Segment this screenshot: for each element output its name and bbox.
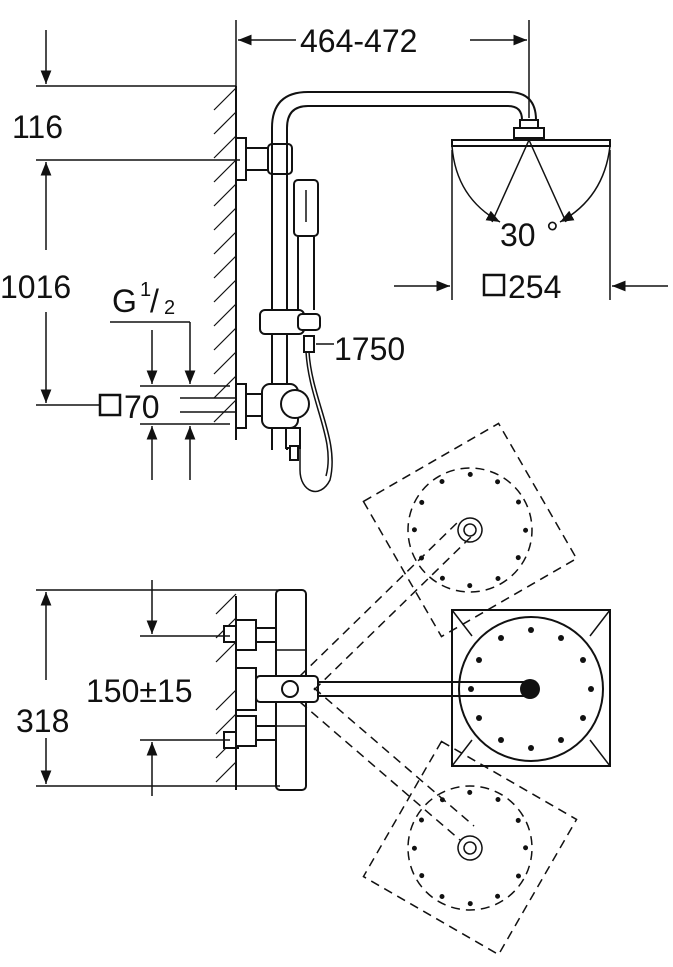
square-symbol-icon	[482, 273, 506, 297]
angle-arc-right	[559, 145, 611, 223]
ghost-arm-lower	[299, 687, 475, 841]
hose-nut-end	[289, 445, 299, 461]
thread-g-label: G	[112, 283, 137, 319]
ghost-head-upper	[362, 422, 578, 638]
hose-connector	[303, 335, 315, 353]
diverter-knob	[280, 389, 310, 419]
lower-rosette	[235, 383, 247, 429]
plan-wall-hatching	[215, 593, 237, 783]
center-pivot	[281, 680, 299, 698]
head-ball	[513, 127, 545, 139]
head-top-offset-value: 116	[12, 109, 63, 145]
thread-numerator: 1	[140, 279, 151, 301]
side-elevation: 30 ° 254 464-472 116 1016 G 1 / 2	[0, 20, 668, 493]
spray-line-left	[491, 139, 530, 223]
center-rosette	[235, 667, 257, 711]
plan-head-nozzles	[468, 627, 594, 751]
ghost-head-lower	[362, 740, 578, 956]
plan-head-square	[451, 609, 611, 767]
arm-reach-value: 464-472	[300, 23, 417, 59]
total-depth-value: 318	[16, 703, 69, 739]
head-size-value: 254	[508, 269, 561, 305]
thread-denominator: 2	[164, 297, 175, 319]
lower-valve-body	[235, 715, 257, 747]
plate-square-symbol-icon	[98, 393, 122, 417]
shower-hose	[299, 351, 333, 493]
spray-angle-unit: °	[546, 215, 559, 251]
bar-height-value: 1016	[0, 269, 71, 305]
wall-hatching	[213, 87, 237, 423]
plan-view: 318 150±15	[16, 422, 611, 956]
upper-bracket-arm	[245, 147, 271, 171]
ghost-arm-upper	[299, 519, 475, 691]
plan-arm	[318, 681, 528, 697]
plan-head-circle	[458, 616, 604, 762]
spray-angle-value: 30	[500, 217, 536, 253]
hand-shower-handle	[297, 236, 315, 310]
center-distance-value: 150±15	[86, 673, 193, 709]
riser-inner	[286, 105, 523, 450]
arm-end-cap	[520, 679, 540, 699]
upper-valve-body	[235, 619, 257, 651]
plate-size-value: 70	[124, 389, 160, 425]
upper-bracket-rosette	[235, 137, 247, 181]
riser-outer	[271, 91, 537, 450]
spray-line-right	[528, 139, 567, 223]
slider-grip	[297, 313, 321, 331]
thread-slash: /	[150, 283, 159, 319]
angle-arc-left	[451, 145, 501, 223]
hose-length-value: 1750	[334, 331, 405, 367]
